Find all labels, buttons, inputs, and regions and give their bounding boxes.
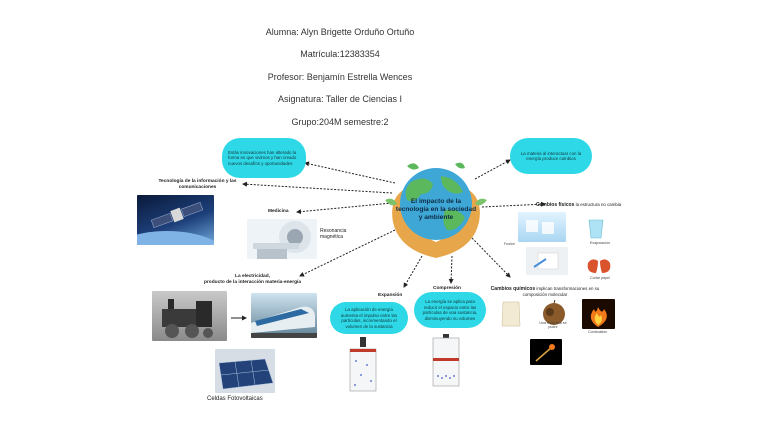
label-quimicos: Cambios químicos implican transformacion… <box>490 286 600 297</box>
electric-train-image <box>251 293 317 338</box>
label-tic: Tecnología de la información y las comun… <box>158 179 237 190</box>
caption-combustion: Combustión <box>588 330 608 334</box>
center-title: El impacto de la tecnología en la socied… <box>395 198 477 222</box>
label-electricidad: La electricidad,producto de la interacci… <box>203 274 302 285</box>
label-compresion: Compresión <box>433 286 461 291</box>
grupo: Grupo:204M semestre:2 <box>291 117 389 127</box>
lungs-image <box>584 251 614 275</box>
arrow-expansion <box>403 255 423 288</box>
bubble-materia: La materia al interactuar con la energía… <box>510 138 592 174</box>
asignatura: Asignatura: Taller de Ciencias I <box>278 94 402 104</box>
glass-image <box>587 218 605 240</box>
arrow-medicina <box>296 202 393 215</box>
combustion-image <box>582 299 615 329</box>
bubble-innovaciones: Estás innovaciones han alterado la forma… <box>222 138 306 178</box>
caption-cortar-papel: Cortar papel <box>590 276 610 280</box>
ice-image <box>518 212 566 242</box>
bubble-compresion: La energía se aplica para reducir el esp… <box>414 292 486 328</box>
expansion-cylinder-image <box>347 335 379 395</box>
label-fisicos: Cambios físicos la estructura no cambia <box>536 202 622 208</box>
arrow-compresion <box>448 255 454 284</box>
label-medicina: Medicina <box>268 209 289 214</box>
steam-train-image <box>152 291 227 341</box>
globe-icon <box>385 162 487 258</box>
matricula: Matrícula:12383354 <box>300 49 380 59</box>
center-node: El impacto de la tecnología en la socied… <box>385 160 487 260</box>
rotten-apple-image <box>540 300 568 326</box>
caption-evaporacion: Evaporación <box>590 241 610 245</box>
solar-panels-image <box>215 349 275 393</box>
label-resonancia: Resonancia magnética <box>320 228 347 240</box>
arrow-tic <box>242 181 393 194</box>
arrow-innovaciones <box>304 161 396 184</box>
profesor: Profesor: Benjamín Estrella Wences <box>267 72 413 82</box>
match-image <box>530 339 562 365</box>
caption-fusion: Fusión <box>504 242 515 246</box>
satellite-image <box>137 195 214 245</box>
caption-manzana: Una manzana se pudre <box>539 321 567 329</box>
bubble-expansion: La aplicación de energía aumenta el impu… <box>330 302 408 334</box>
label-celdas: Celdas Fotovoltaicas <box>207 396 263 402</box>
paper-bag-image <box>500 298 522 328</box>
paper-cut-image <box>526 247 568 275</box>
label-expansion: Expansión <box>378 293 403 298</box>
student-name: Alumna: Alyn Brigette Orduño Ortuño <box>265 27 415 37</box>
compression-cylinder-image <box>430 332 462 390</box>
mri-image <box>247 219 317 259</box>
